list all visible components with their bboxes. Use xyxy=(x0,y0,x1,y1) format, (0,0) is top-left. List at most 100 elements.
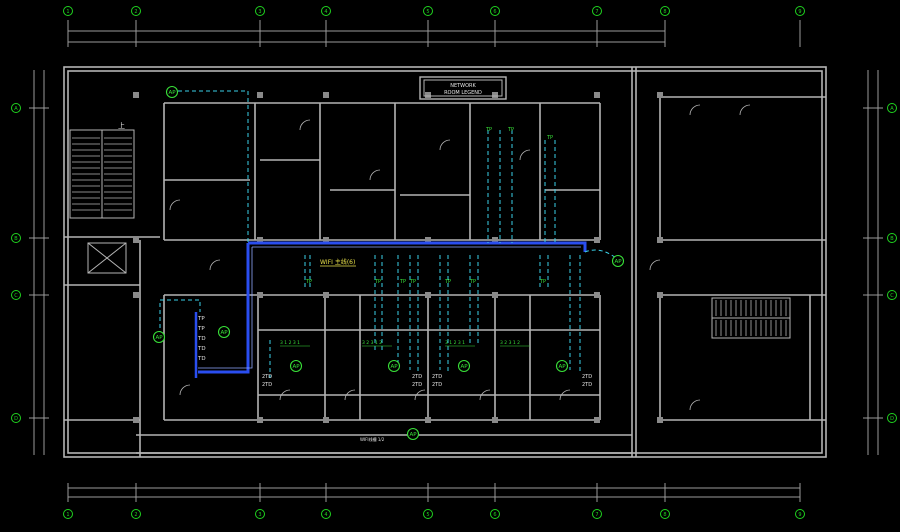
access-point-marker: AP xyxy=(289,359,303,373)
tv-stack-label: TD xyxy=(197,336,206,342)
grid-markers-left: A B C D xyxy=(11,103,21,423)
grid-marker-top-label: 3 xyxy=(258,9,261,15)
elevator-shaft xyxy=(87,242,127,274)
grid-marker-bottom-label: 3 xyxy=(258,512,261,518)
grid-marker-right-label: B xyxy=(890,236,894,242)
grid-marker-top-label: 8 xyxy=(663,9,666,15)
grid-marker-bottom-label: 8 xyxy=(663,512,666,518)
tv-stack-label: TP xyxy=(197,326,205,332)
grid-marker-bottom: 8 xyxy=(660,509,670,519)
grid-marker-right-label: D xyxy=(890,416,894,422)
grid-marker-top: 3 xyxy=(255,6,265,16)
tv-stack-label: TD xyxy=(197,356,206,362)
grid-marker-bottom-label: 5 xyxy=(426,512,429,518)
grid-marker-top-label: 6 xyxy=(493,9,496,15)
grid-marker-left-label: B xyxy=(14,236,18,242)
grid-marker-bottom-label: 7 xyxy=(595,512,598,518)
room-tag: 2TD xyxy=(582,382,592,388)
tp-label: TP xyxy=(485,127,492,133)
access-point-label: AP xyxy=(155,335,163,341)
grid-marker-top-label: 5 xyxy=(426,9,429,15)
grid-marker-top: 1 xyxy=(63,6,73,16)
access-point-label: AP xyxy=(460,364,468,370)
grid-marker-bottom: 4 xyxy=(321,509,331,519)
room-tag: 2TD xyxy=(582,374,592,380)
access-point-marker: AP xyxy=(152,330,166,344)
grid-marker-top: 7 xyxy=(592,6,602,16)
grid-marker-bottom: 5 xyxy=(423,509,433,519)
grid-marker-bottom-label: 4 xyxy=(324,512,327,518)
corridor-label: WIFI线槽 1/2 xyxy=(360,436,385,442)
grid-marker-top-label: 2 xyxy=(134,9,137,15)
dimension-ticks xyxy=(29,20,883,502)
grid-marker-bottom: 3 xyxy=(255,509,265,519)
title-box: NETWORK ROOM LEGEND xyxy=(419,76,507,100)
room-tag: 2TD xyxy=(432,382,442,388)
dimension-lines xyxy=(33,30,879,498)
grid-marker-left: B xyxy=(11,233,21,243)
access-point-marker: AP xyxy=(406,427,420,441)
room-green-label: 3 2 3 1 2 xyxy=(362,340,382,346)
grid-marker-right: D xyxy=(887,413,897,423)
tv-stack-label: TP xyxy=(197,316,205,322)
grid-marker-bottom-label: 1 xyxy=(66,512,69,518)
tp-label: TP xyxy=(409,279,416,285)
access-point-label: AP xyxy=(614,259,622,265)
grid-marker-bottom-label: 9 xyxy=(798,512,801,518)
room-tag: 2TD xyxy=(262,382,272,388)
access-point-label: AP xyxy=(168,90,176,96)
tp-label: TP xyxy=(374,279,381,285)
stairs-west xyxy=(69,129,135,219)
grid-marker-left: A xyxy=(11,103,21,113)
grid-marker-bottom: 6 xyxy=(490,509,500,519)
door-swings xyxy=(169,104,751,411)
access-point-label: AP xyxy=(292,364,300,370)
title-box-line1: NETWORK xyxy=(450,83,476,89)
tp-label: TP xyxy=(399,279,406,285)
grid-marker-top-label: 1 xyxy=(66,9,69,15)
grid-marker-top: 4 xyxy=(321,6,331,16)
grid-marker-top: 6 xyxy=(490,6,500,16)
room-tag: 2TD xyxy=(432,374,442,380)
tp-label: TP xyxy=(546,135,553,141)
grid-marker-top: 2 xyxy=(131,6,141,16)
room-green-label: 3 2 3 1 2 xyxy=(500,340,520,346)
wifi-cables xyxy=(159,90,617,378)
grid-marker-top: 8 xyxy=(660,6,670,16)
grid-marker-top: 5 xyxy=(423,6,433,16)
tv-outlet-stack: TP TP TD TD TD xyxy=(197,316,206,362)
grid-marker-bottom: 9 xyxy=(795,509,805,519)
access-point-marker: AP xyxy=(165,85,179,99)
stair-treads-west xyxy=(72,137,132,211)
grid-marker-top-label: 4 xyxy=(324,9,327,15)
access-point-label: AP xyxy=(220,330,228,336)
grid-marker-bottom-label: 2 xyxy=(134,512,137,518)
grid-marker-top-label: 7 xyxy=(595,9,598,15)
grid-marker-left: D xyxy=(11,413,21,423)
trunk-label: WIFI 主线(6) xyxy=(320,258,355,266)
room-tag: 2TD xyxy=(412,374,422,380)
grid-marker-bottom: 7 xyxy=(592,509,602,519)
grid-marker-left: C xyxy=(11,290,21,300)
grid-markers-right: A B C D xyxy=(887,103,897,423)
grid-marker-left-label: C xyxy=(14,293,18,299)
grid-marker-right-label: A xyxy=(890,106,894,112)
tv-stack-label: TD xyxy=(197,346,206,352)
room-tag: 2TD xyxy=(412,382,422,388)
building-walls xyxy=(63,66,827,458)
room-tag: 2TD xyxy=(262,374,272,380)
stairs-east xyxy=(711,297,791,339)
grid-marker-bottom: 1 xyxy=(63,509,73,519)
grid-marker-right: C xyxy=(887,290,897,300)
access-point-label: AP xyxy=(558,364,566,370)
grid-marker-left-label: D xyxy=(14,416,18,422)
access-point-label: AP xyxy=(390,364,398,370)
grid-marker-bottom: 2 xyxy=(131,509,141,519)
room-outlet-tags: 2TD 2TD 2TD 2TD 2TD 2TD 2TD 2TD xyxy=(262,374,592,388)
tp-label: TP xyxy=(305,279,312,285)
network-trunk xyxy=(194,241,587,378)
